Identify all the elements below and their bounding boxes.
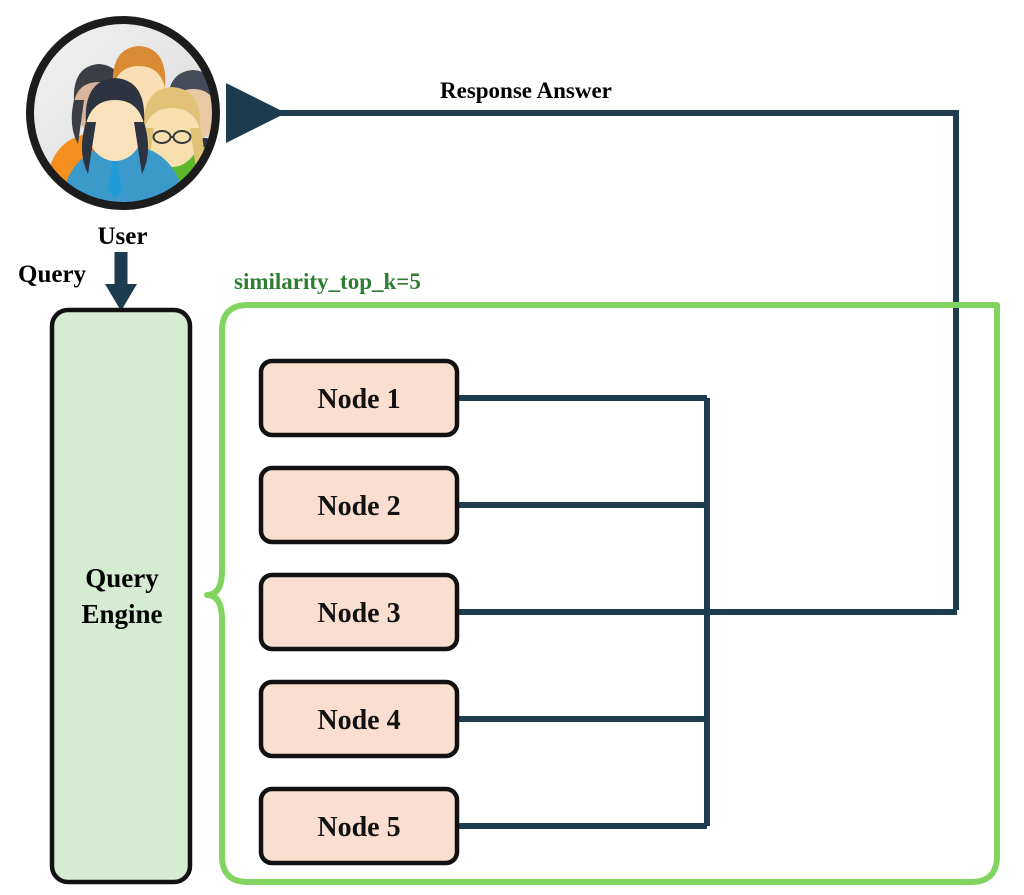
node-label-5: Node 5 [317,812,401,843]
node-label-3: Node 3 [317,598,401,629]
query-engine-label-line2: Engine [81,599,163,630]
node-box-4 [258,679,460,759]
user-label: User [97,223,148,250]
node-box-3 [258,572,460,652]
similarity-top-k-label: similarity_top_k=5 [234,269,421,294]
node-box-2 [258,465,460,545]
query-label: Query [18,261,87,288]
node-box-1 [258,358,460,438]
node-label-1: Node 1 [317,384,401,415]
response-answer-label: Response Answer [440,78,612,103]
node-label-2: Node 2 [317,491,401,522]
node-box-5 [258,786,460,866]
similarity-top-k-container [204,302,1000,885]
avatar-person-4 [60,78,186,206]
query-arrow [105,252,137,311]
node-label-4: Node 4 [317,705,401,736]
user-group-avatar [26,16,220,210]
node-boxes[interactable] [258,358,460,866]
query-engine-box[interactable] [49,307,193,885]
response-answer-arrow [226,83,959,610]
node-connector-lines [456,395,957,829]
glasses-icon [152,130,192,144]
query-engine-label-line1: Query [85,563,159,593]
query-engine-label: Query Engine [52,560,192,633]
